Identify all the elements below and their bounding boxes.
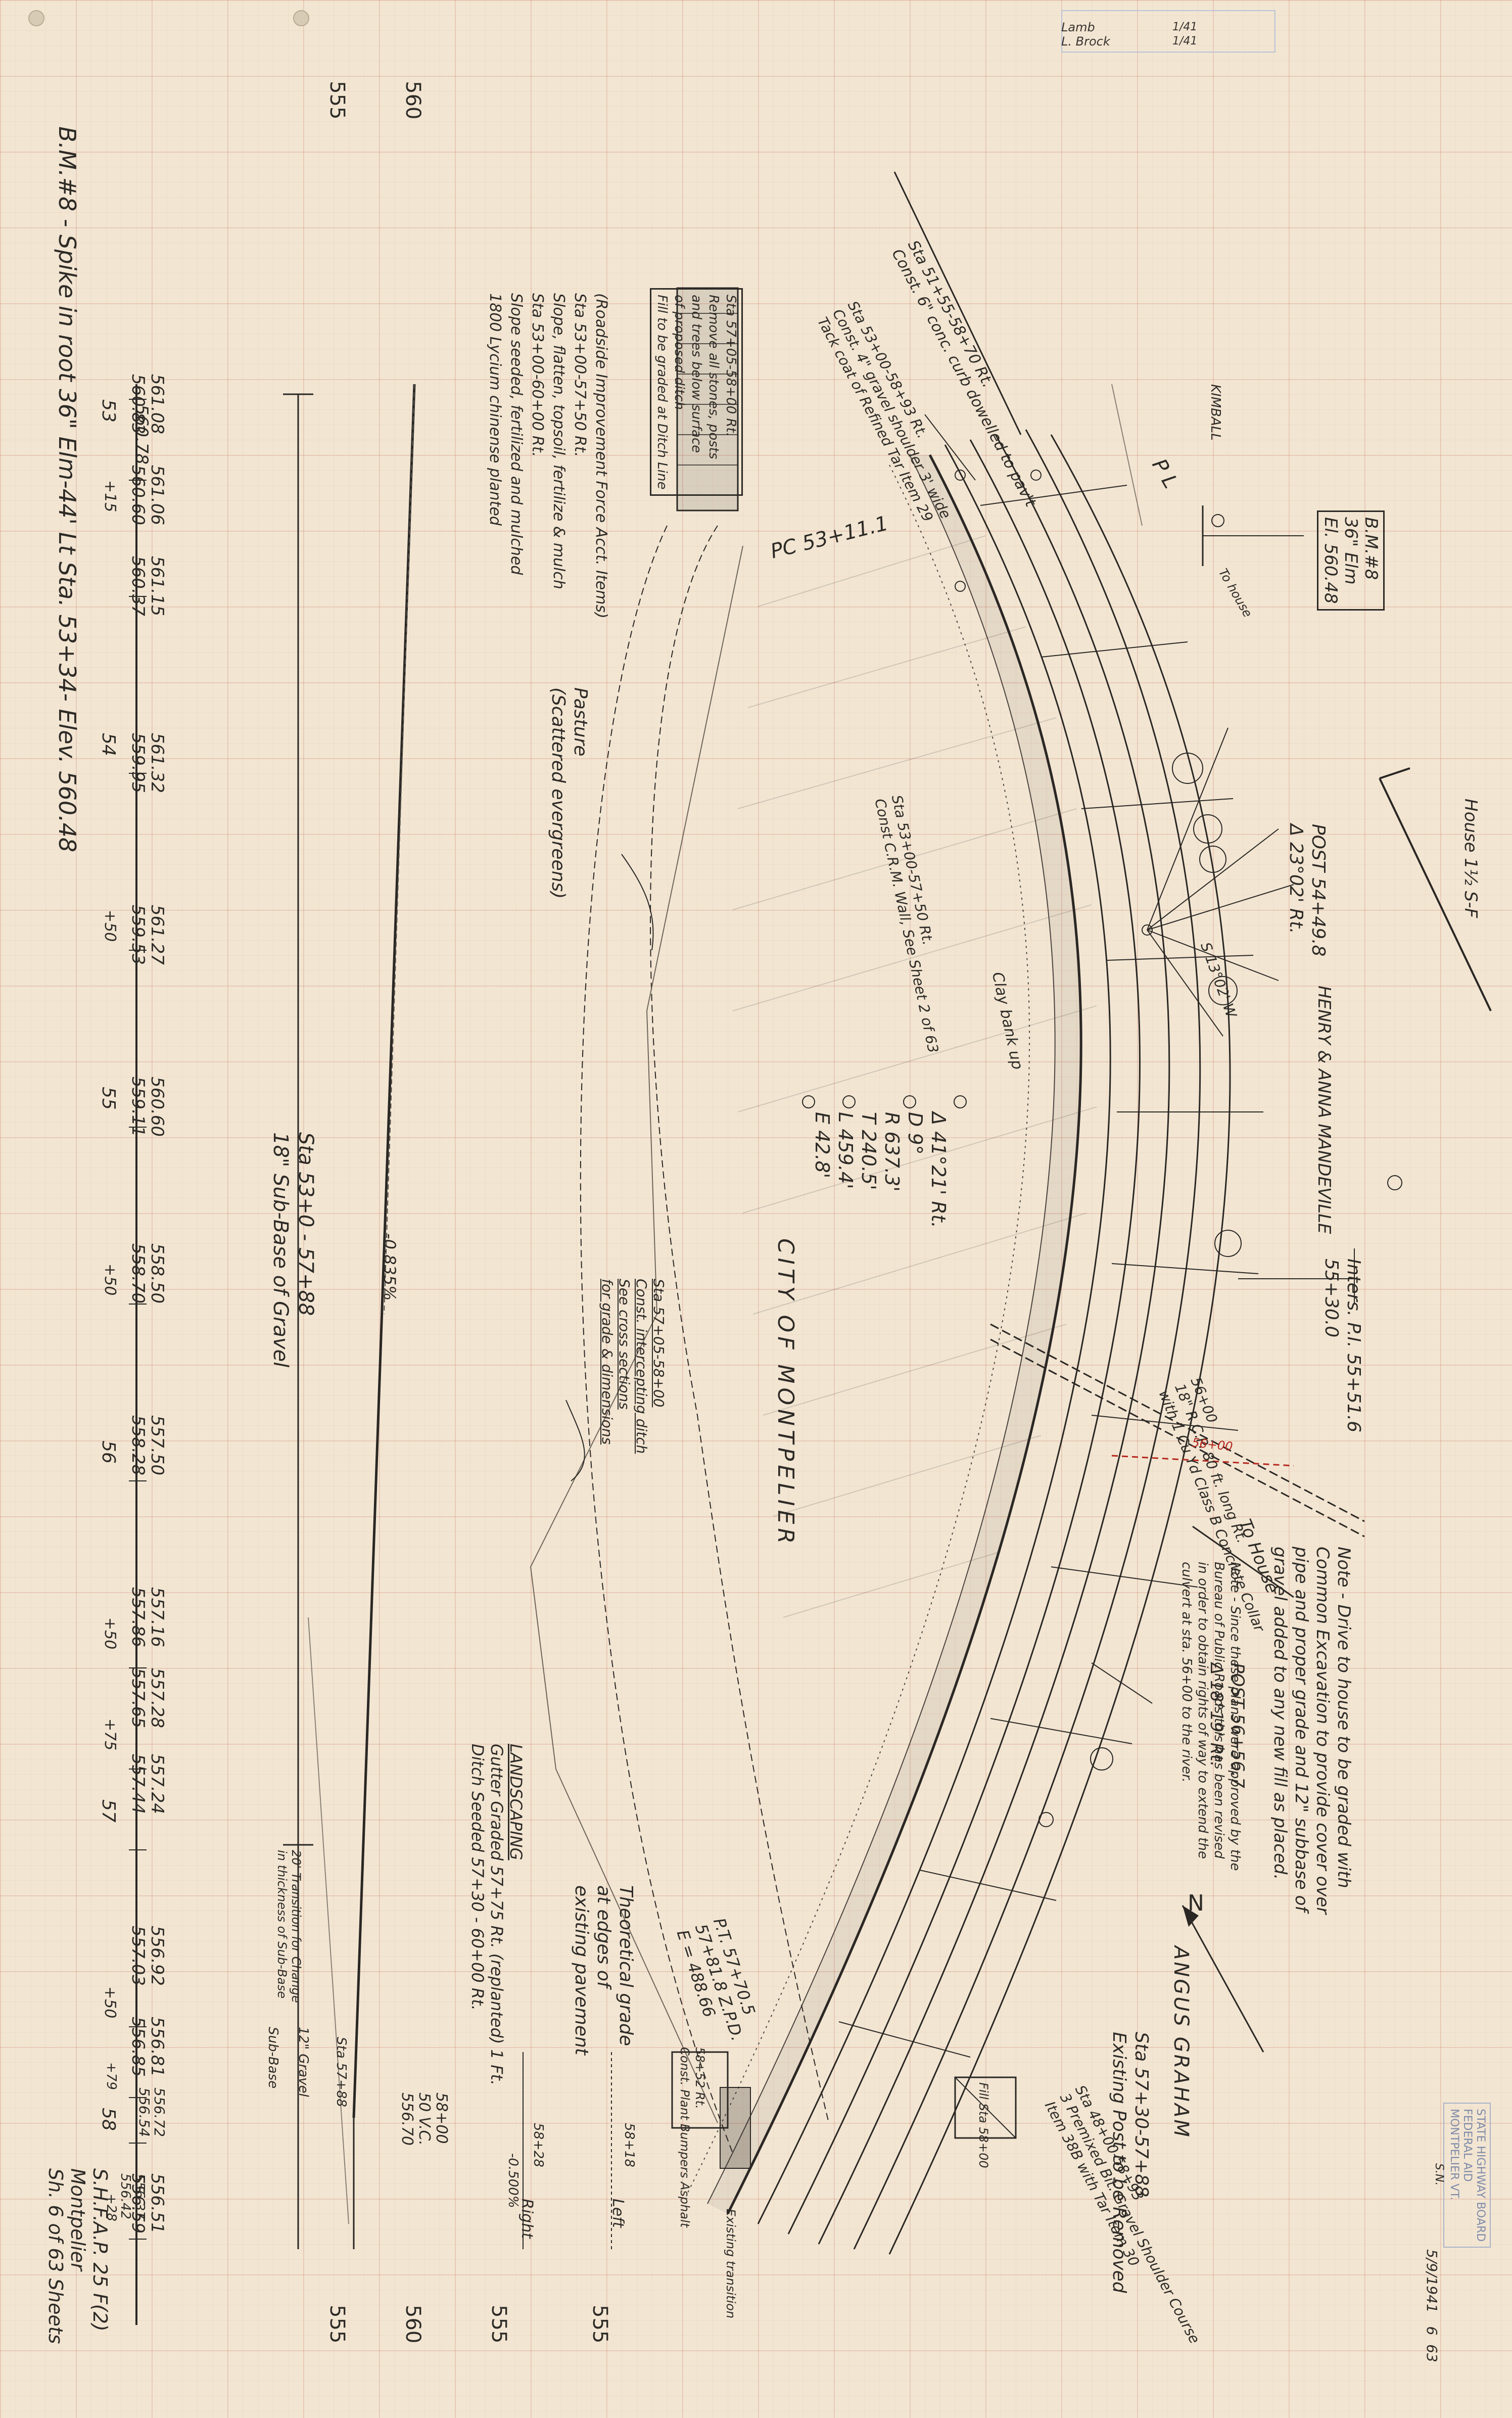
elevation-tick-560: 560 bbox=[401, 81, 424, 120]
north-arrow bbox=[1182, 1905, 1264, 2053]
station-label: +75 bbox=[101, 1718, 119, 1751]
punch-hole bbox=[293, 10, 309, 26]
station-label: 54 bbox=[98, 733, 119, 756]
fill-station-label: Fill Sta 58+00 bbox=[976, 2082, 990, 2168]
elevation-tick-555-far-right: 555 bbox=[588, 2305, 611, 2344]
pasture-label: Pasture(Scattered evergreens) bbox=[548, 687, 591, 899]
city-montpelier-label: CITY OF MONTPELIER bbox=[773, 1238, 798, 1548]
station-label: +50 bbox=[101, 1986, 119, 2019]
left-label: Left bbox=[609, 2199, 627, 2228]
grade-percent: -0.835% bbox=[380, 1233, 399, 1301]
elevation-tick-560-bottom: 560 bbox=[401, 2305, 424, 2344]
station-label: +50 bbox=[101, 910, 119, 942]
proposed-grade-line bbox=[352, 384, 416, 2118]
station-5828: 58+28 bbox=[531, 2123, 546, 2167]
elevation-tick-555-bottom: 555 bbox=[325, 2305, 349, 2344]
station-label: 58 bbox=[98, 2108, 119, 2131]
house-note: House 1½ S-F bbox=[1460, 799, 1481, 918]
existing-transition-note: Existing transition bbox=[724, 2209, 738, 2319]
approval-block bbox=[1061, 10, 1275, 53]
station-5818: 58+18 bbox=[622, 2123, 637, 2167]
station-label: 57 bbox=[98, 1799, 119, 1823]
station-label: +50 bbox=[101, 1264, 119, 1296]
station-label: 55 bbox=[98, 1087, 119, 1110]
station-label: +79 bbox=[104, 2062, 119, 2090]
theoretical-grade-note: Theoretical grade at edges of existing p… bbox=[571, 1885, 636, 2055]
punch-hole bbox=[28, 10, 44, 26]
culvert-pipe bbox=[990, 1323, 1365, 1522]
sheet-number: 5/9/1941 6 63 bbox=[1424, 2249, 1440, 2362]
station-5788-label: Sta 57+88 bbox=[334, 2037, 349, 2107]
bumper-note: 58+52 Rt.Const. Plant Bumpers Asphalt bbox=[678, 2047, 707, 2228]
curve-data-table: Δ 41°21' Rt.D 9°R 637.3' T 240.5'L 459.4… bbox=[811, 1112, 950, 1228]
station-label: +50 bbox=[101, 1617, 119, 1650]
gravel-12-label: 12" Gravel bbox=[296, 2027, 311, 2097]
owner-mandeville-label: HENRY & ANNA MANDEVILLE bbox=[1314, 986, 1334, 1234]
rock-removal-box: Sta 57+05-58+00 Rt.Remove all stones, po… bbox=[650, 288, 743, 496]
roadside-improvement-note: (Roadside Improvement Force Acct. Items)… bbox=[486, 293, 610, 619]
station-label: +15 bbox=[101, 480, 119, 513]
right-label: Right bbox=[518, 2199, 536, 2239]
elevation-tick-555: 555 bbox=[325, 81, 349, 120]
station-label: 56 bbox=[98, 1440, 119, 1464]
sn-label: S.N. bbox=[1433, 2163, 1445, 2186]
bench-mark-note: B.M.#8 - Spike in root 36" Elm-44' Lt St… bbox=[54, 126, 81, 853]
elevation-tick-555-right: 555 bbox=[487, 2305, 510, 2344]
transition-note: 20' Transition for Change in thickness o… bbox=[275, 1850, 303, 2003]
property-line bbox=[1379, 778, 1492, 1011]
station-label: 53 bbox=[98, 399, 119, 423]
north-label: N bbox=[1188, 1890, 1204, 1916]
road-edge-line bbox=[757, 444, 1111, 2224]
owner-graham-label: ANGUS GRAHAM bbox=[1169, 1946, 1193, 2139]
kimball-label: KIMBALL bbox=[1208, 384, 1223, 441]
subbase-small-label: Sub-Base bbox=[265, 2027, 280, 2089]
elevation-value: 560.78 bbox=[131, 404, 152, 464]
